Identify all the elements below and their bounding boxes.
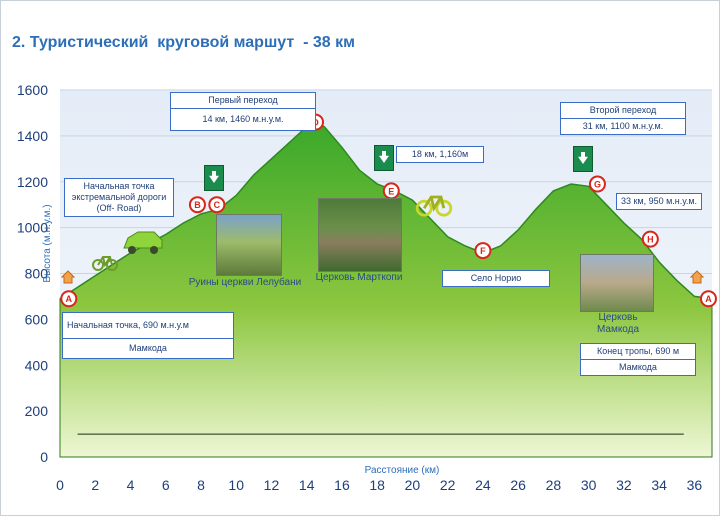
- waypoint-marker: H: [641, 230, 659, 248]
- y-axis-title: Высота (м.н.у.м.): [42, 204, 53, 282]
- x-tick-label: 14: [299, 477, 315, 493]
- x-tick-label: 30: [581, 477, 597, 493]
- y-tick-label: 200: [25, 403, 49, 419]
- waypoint-marker-label: A: [705, 294, 712, 304]
- callout-end-line-2: Мамкода: [581, 359, 695, 375]
- x-tick-label: 16: [334, 477, 350, 493]
- callout-start: Начальная точка, 690 м.н.у.м Мамкода: [62, 312, 234, 359]
- callout-first-pass-line-1: Первый переход: [208, 95, 278, 105]
- waypoint-marker-circle: [188, 196, 206, 214]
- callout-village-text: Село Норио: [470, 273, 522, 283]
- y-tick-label: 800: [25, 266, 49, 282]
- callout-point-e: 18 км, 1,160м: [396, 146, 484, 163]
- waypoint-marker: E: [382, 182, 400, 200]
- y-tick-label: 600: [25, 311, 49, 327]
- waypoint-marker: A: [60, 290, 78, 308]
- callout-off-road: Начальная точка экстремальной дороги (Of…: [64, 178, 174, 217]
- y-tick-label: 400: [25, 357, 49, 373]
- car-icon: [123, 231, 163, 254]
- route-sign-icon: [573, 146, 593, 172]
- callout-point-h-text: 33 км, 950 м.н.у.м.: [620, 196, 698, 206]
- x-tick-label: 12: [264, 477, 280, 493]
- y-tick-label: 0: [40, 449, 48, 465]
- callout-village: Село Норио: [442, 270, 550, 287]
- martkopi-church-label: Церковь Марткопи: [315, 272, 403, 283]
- waypoint-marker: B: [188, 196, 206, 214]
- waypoint-marker-circle: [60, 290, 78, 308]
- x-tick-label: 28: [546, 477, 562, 493]
- waypoint-marker-circle: [208, 196, 226, 214]
- waypoint-marker-circle: [699, 290, 717, 308]
- x-tick-label: 34: [651, 477, 667, 493]
- callout-second-pass-line-2: 31 км, 1100 м.н.у.м.: [561, 118, 685, 134]
- waypoint-marker: C: [208, 196, 226, 214]
- waypoint-marker-label: H: [647, 235, 654, 245]
- callout-end-line-1: Конец тропы, 690 м: [596, 346, 680, 356]
- x-tick-label: 20: [405, 477, 421, 493]
- x-tick-label: 36: [687, 477, 703, 493]
- ruins-label: Руины церкви Лелубани: [188, 277, 302, 288]
- y-tick-label: 1600: [17, 82, 48, 98]
- x-tick-label: 6: [162, 477, 170, 493]
- waypoint-marker: A: [699, 290, 717, 308]
- waypoint-marker: F: [474, 242, 492, 260]
- elevation-line: [59, 121, 713, 300]
- x-tick-label: 24: [475, 477, 491, 493]
- callout-first-pass: Первый переход 14 км, 1460 м.н.у.м.: [170, 92, 316, 131]
- waypoint-marker: G: [588, 175, 606, 193]
- mamkoda-church-label: Церковь Мамкода: [596, 312, 640, 335]
- bicycle-icon: [415, 195, 453, 217]
- chart-title: 2. Туристический круговой маршут - 38 км: [12, 34, 355, 51]
- waypoint-marker-label: A: [66, 294, 73, 304]
- martkopi-church-photo: [318, 198, 402, 272]
- y-tick-label: 1200: [17, 174, 48, 190]
- waypoint-marker-label: E: [388, 186, 394, 196]
- callout-second-pass: Второй переход 31 км, 1100 м.н.у.м.: [560, 102, 686, 135]
- waypoint-marker-label: B: [194, 200, 201, 210]
- x-tick-label: 2: [91, 477, 99, 493]
- x-tick-label: 10: [228, 477, 244, 493]
- x-tick-label: 18: [369, 477, 385, 493]
- waypoint-marker-label: G: [594, 180, 601, 190]
- y-tick-label: 1000: [17, 220, 48, 236]
- waypoint-marker-label: F: [480, 246, 486, 256]
- waypoint-marker-circle: [641, 230, 659, 248]
- bicycle-icon: [92, 256, 118, 271]
- ruins-photo: [216, 214, 282, 276]
- callout-first-pass-line-2: 14 км, 1460 м.н.у.м.: [171, 108, 315, 130]
- callout-start-line-1: Начальная точка, 690 м.н.у.м: [67, 320, 189, 330]
- route-sign-icon: [204, 165, 224, 191]
- x-tick-label: 8: [197, 477, 205, 493]
- x-tick-label: 22: [440, 477, 456, 493]
- home-icon: [61, 270, 75, 284]
- route-sign-icon: [374, 145, 394, 171]
- waypoint-marker-circle: [588, 175, 606, 193]
- callout-off-road-text: Начальная точка экстремальной дороги (Of…: [71, 181, 167, 213]
- x-tick-label: 32: [616, 477, 632, 493]
- mamkoda-church-photo: [580, 254, 654, 312]
- x-tick-label: 0: [56, 477, 64, 493]
- callout-end: Конец тропы, 690 м Мамкода: [580, 343, 696, 376]
- waypoint-marker-label: C: [214, 200, 221, 210]
- x-axis-title: Расстояние (км): [365, 465, 440, 476]
- x-tick-label: 4: [127, 477, 135, 493]
- x-tick-label: 26: [510, 477, 526, 493]
- waypoint-marker-circle: [474, 242, 492, 260]
- callout-start-line-2: Мамкода: [63, 338, 233, 358]
- y-tick-label: 1400: [17, 128, 48, 144]
- callout-second-pass-line-1: Второй переход: [589, 105, 657, 115]
- callout-point-e-text: 18 км, 1,160м: [411, 149, 469, 159]
- home-icon: [690, 270, 704, 284]
- callout-point-h: 33 км, 950 м.н.у.м.: [616, 193, 702, 210]
